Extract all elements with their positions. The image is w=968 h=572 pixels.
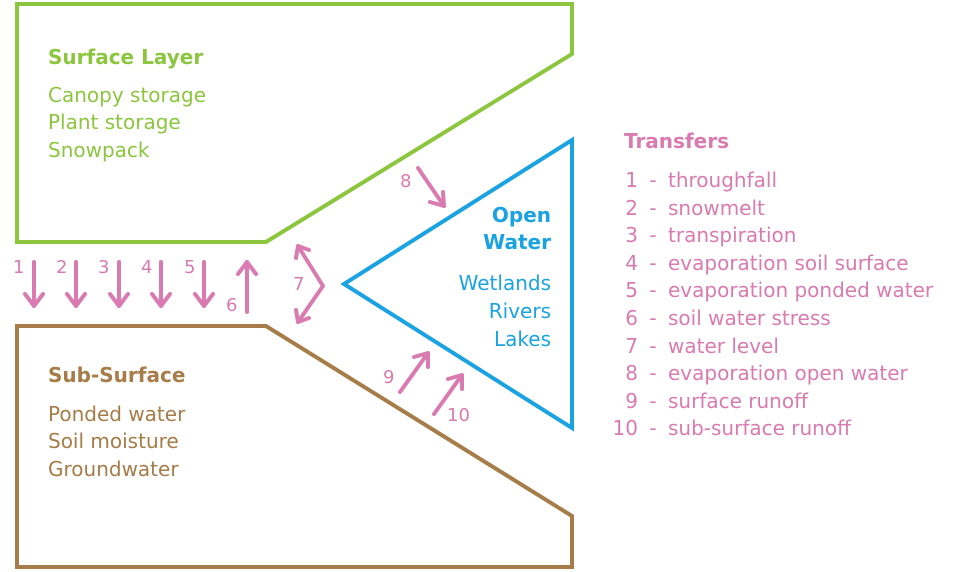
arrow-label-6: 6 (226, 295, 238, 316)
transfer-label: transpiration (668, 223, 797, 248)
transfer-dash: - (649, 168, 657, 192)
transfer-dash: - (649, 195, 657, 220)
transfer-label: snowmelt (668, 195, 765, 220)
transfer-item: 10-sub-surface runoff (612, 416, 851, 440)
surface-layer-title: Surface Layer (48, 45, 204, 69)
subsurface-item-ponded: Ponded water (48, 402, 186, 426)
arrow-6 (236, 260, 258, 314)
arrow-label-3: 3 (98, 257, 110, 278)
transfer-item: 8-evaporation open water (612, 361, 908, 386)
transfer-label: surface runoff (668, 388, 808, 413)
open-water-title-2: Water (483, 230, 551, 254)
transfer-number: 8 (625, 361, 638, 386)
open-water-triangle (340, 136, 574, 432)
arrow-3 (108, 260, 130, 308)
transfer-label: evaporation open water (668, 361, 908, 386)
arrow-label-8: 8 (400, 171, 412, 192)
arrow-label-7: 7 (293, 274, 305, 295)
transfer-dash: - (649, 306, 657, 330)
transfer-number: 2 (625, 195, 638, 220)
surface-layer-box (15, 2, 574, 244)
openwater-item-rivers: Rivers (488, 299, 551, 323)
transfer-number: 7 (625, 333, 638, 358)
transfer-dash: - (649, 278, 657, 303)
arrow-9 (398, 351, 430, 394)
arrow-label-1: 1 (13, 257, 25, 278)
openwater-item-wetlands: Wetlands (458, 271, 551, 295)
subsurface-item-groundwater: Groundwater (48, 457, 179, 481)
surface-item-plant: Plant storage (48, 110, 181, 134)
arrow-label-10: 10 (447, 405, 470, 426)
transfer-number: 9 (625, 388, 638, 413)
transfer-item: 3-transpiration (612, 223, 796, 247)
arrow-1 (23, 260, 45, 308)
arrow-label-5: 5 (184, 257, 196, 278)
transfer-item: 1-throughfall (612, 168, 777, 192)
transfer-number: 6 (625, 306, 638, 330)
arrow-2 (65, 260, 87, 308)
transfer-dash: - (649, 361, 657, 386)
transfer-number: 1 (625, 168, 638, 192)
sub-surface-title: Sub-Surface (48, 363, 186, 387)
arrow-label-9: 9 (383, 367, 395, 388)
transfer-dash: - (649, 333, 657, 358)
transfer-dash: - (649, 416, 657, 441)
transfer-number: 10 (612, 416, 638, 441)
transfer-label: sub-surface runoff (668, 416, 851, 441)
openwater-item-lakes: Lakes (494, 327, 551, 351)
transfers-title: Transfers (624, 129, 729, 153)
transfer-label: water level (668, 333, 779, 358)
open-water-title-1: Open (491, 203, 551, 227)
transfer-dash: - (649, 388, 657, 413)
transfer-number: 5 (625, 278, 638, 303)
sub-surface-box (15, 324, 574, 569)
surface-item-canopy: Canopy storage (48, 83, 206, 107)
arrow-10 (432, 373, 464, 416)
transfer-item: 7-water level (612, 334, 779, 358)
transfer-dash: - (649, 223, 657, 248)
transfer-item: 2-snowmelt (612, 196, 765, 220)
transfer-item: 9-surface runoff (612, 389, 808, 413)
surface-item-snowpack: Snowpack (48, 138, 150, 162)
arrow-label-2: 2 (56, 257, 68, 278)
transfer-label: evaporation ponded water (668, 278, 934, 303)
transfer-label: soil water stress (668, 306, 831, 330)
transfer-label: evaporation soil surface (668, 250, 909, 275)
transfer-item: 4-evaporation soil surface (612, 250, 909, 275)
transfer-label: throughfall (668, 168, 777, 192)
arrow-7 (294, 244, 325, 324)
arrow-label-4: 4 (141, 257, 153, 278)
transfer-number: 4 (625, 250, 638, 275)
transfer-item: 5-evaporation ponded water (612, 278, 933, 302)
subsurface-item-soil: Soil moisture (48, 429, 179, 453)
transfer-dash: - (649, 250, 657, 275)
arrow-8 (416, 166, 446, 208)
transfer-item: 6-soil water stress (612, 306, 831, 330)
arrow-4 (150, 260, 172, 308)
arrow-5 (193, 260, 215, 308)
transfer-number: 3 (625, 223, 638, 248)
